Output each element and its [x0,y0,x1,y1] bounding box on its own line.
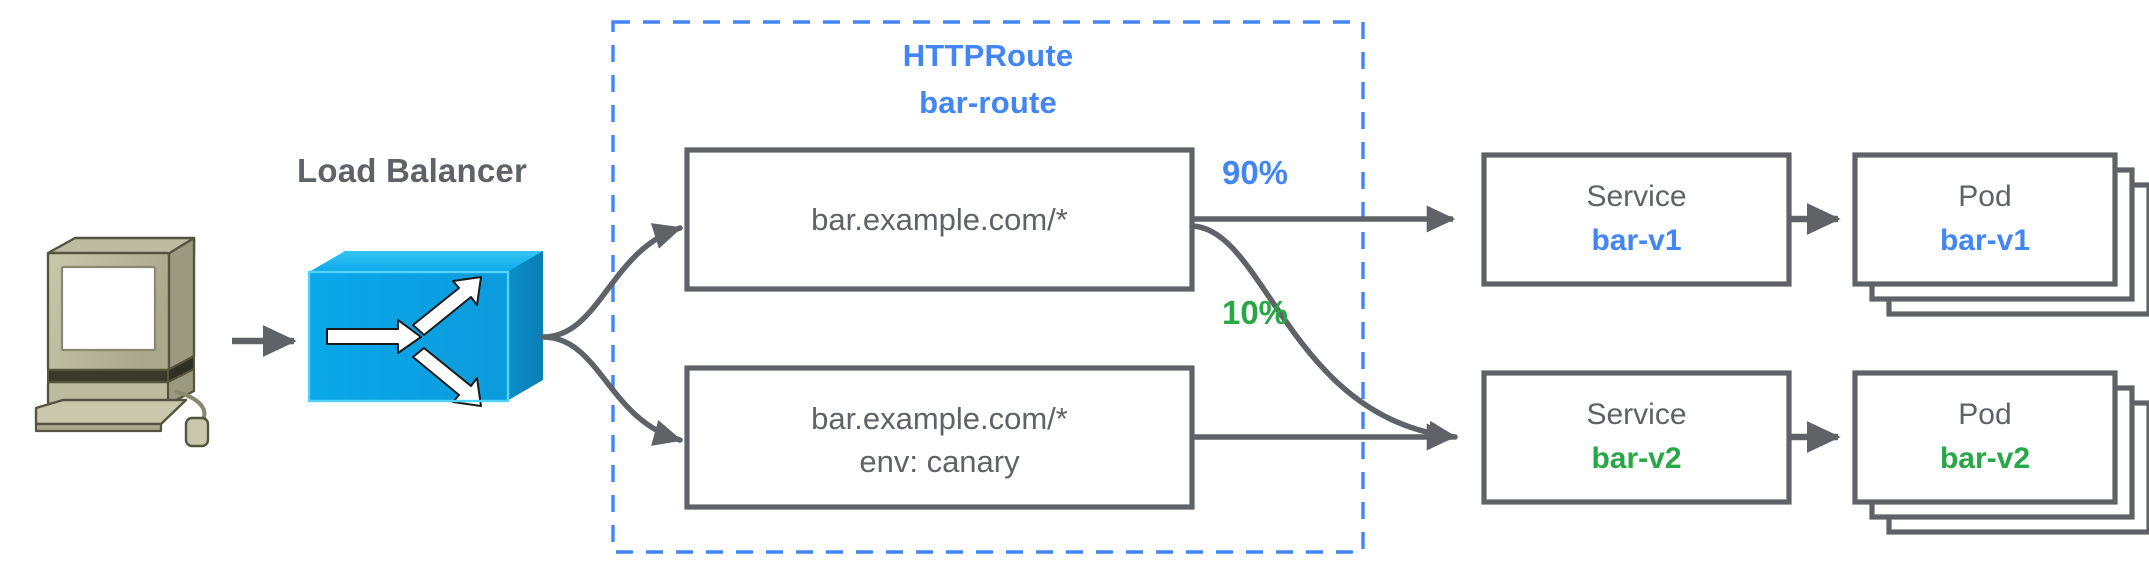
rule-2-match-line-1: bar.example.com/* [811,401,1068,436]
load-balancer-icon [307,251,543,407]
httproute-kind-label: HTTPRoute [902,38,1074,73]
load-balancer-label: Load Balancer [296,152,527,189]
rule-2-match-line-2: env: canary [859,444,1020,479]
service-v2-kind-label: Service [1586,398,1687,431]
service-box-v2 [1481,370,1792,505]
arrow-lb-to-rule-2 [540,334,683,446]
weight-label-90: 90% [1221,154,1289,191]
pod-v2-kind-label: Pod [1958,398,2012,431]
service-box-v1 [1481,152,1792,287]
pod-box-v1-front [1852,152,2118,287]
desktop-computer-icon [34,236,210,448]
rule-box-1 [684,147,1195,292]
httproute-boundary [611,20,1365,554]
service-v1-kind-label: Service [1586,180,1687,213]
rule-1-match-line-1: bar.example.com/* [811,202,1068,237]
pod-stack-v2 [1852,370,2149,535]
pod-box-v2-front [1852,370,2118,505]
service-v2-name-label: bar-v2 [1591,442,1682,475]
pod-stack-v1 [1852,152,2149,317]
pod-v2-name-label: bar-v2 [1939,442,2031,475]
pod-v1-kind-label: Pod [1958,180,2012,213]
service-v1-name-label: bar-v1 [1591,224,1682,257]
arrow-lb-to-rule-1 [540,223,683,340]
rule-box-2 [684,365,1195,510]
pod-v1-name-label: bar-v1 [1939,224,2031,257]
weight-label-10: 10% [1221,294,1289,331]
httproute-name-label: bar-route [919,85,1057,120]
arrow-rule1-to-service-v2 [1189,223,1458,448]
